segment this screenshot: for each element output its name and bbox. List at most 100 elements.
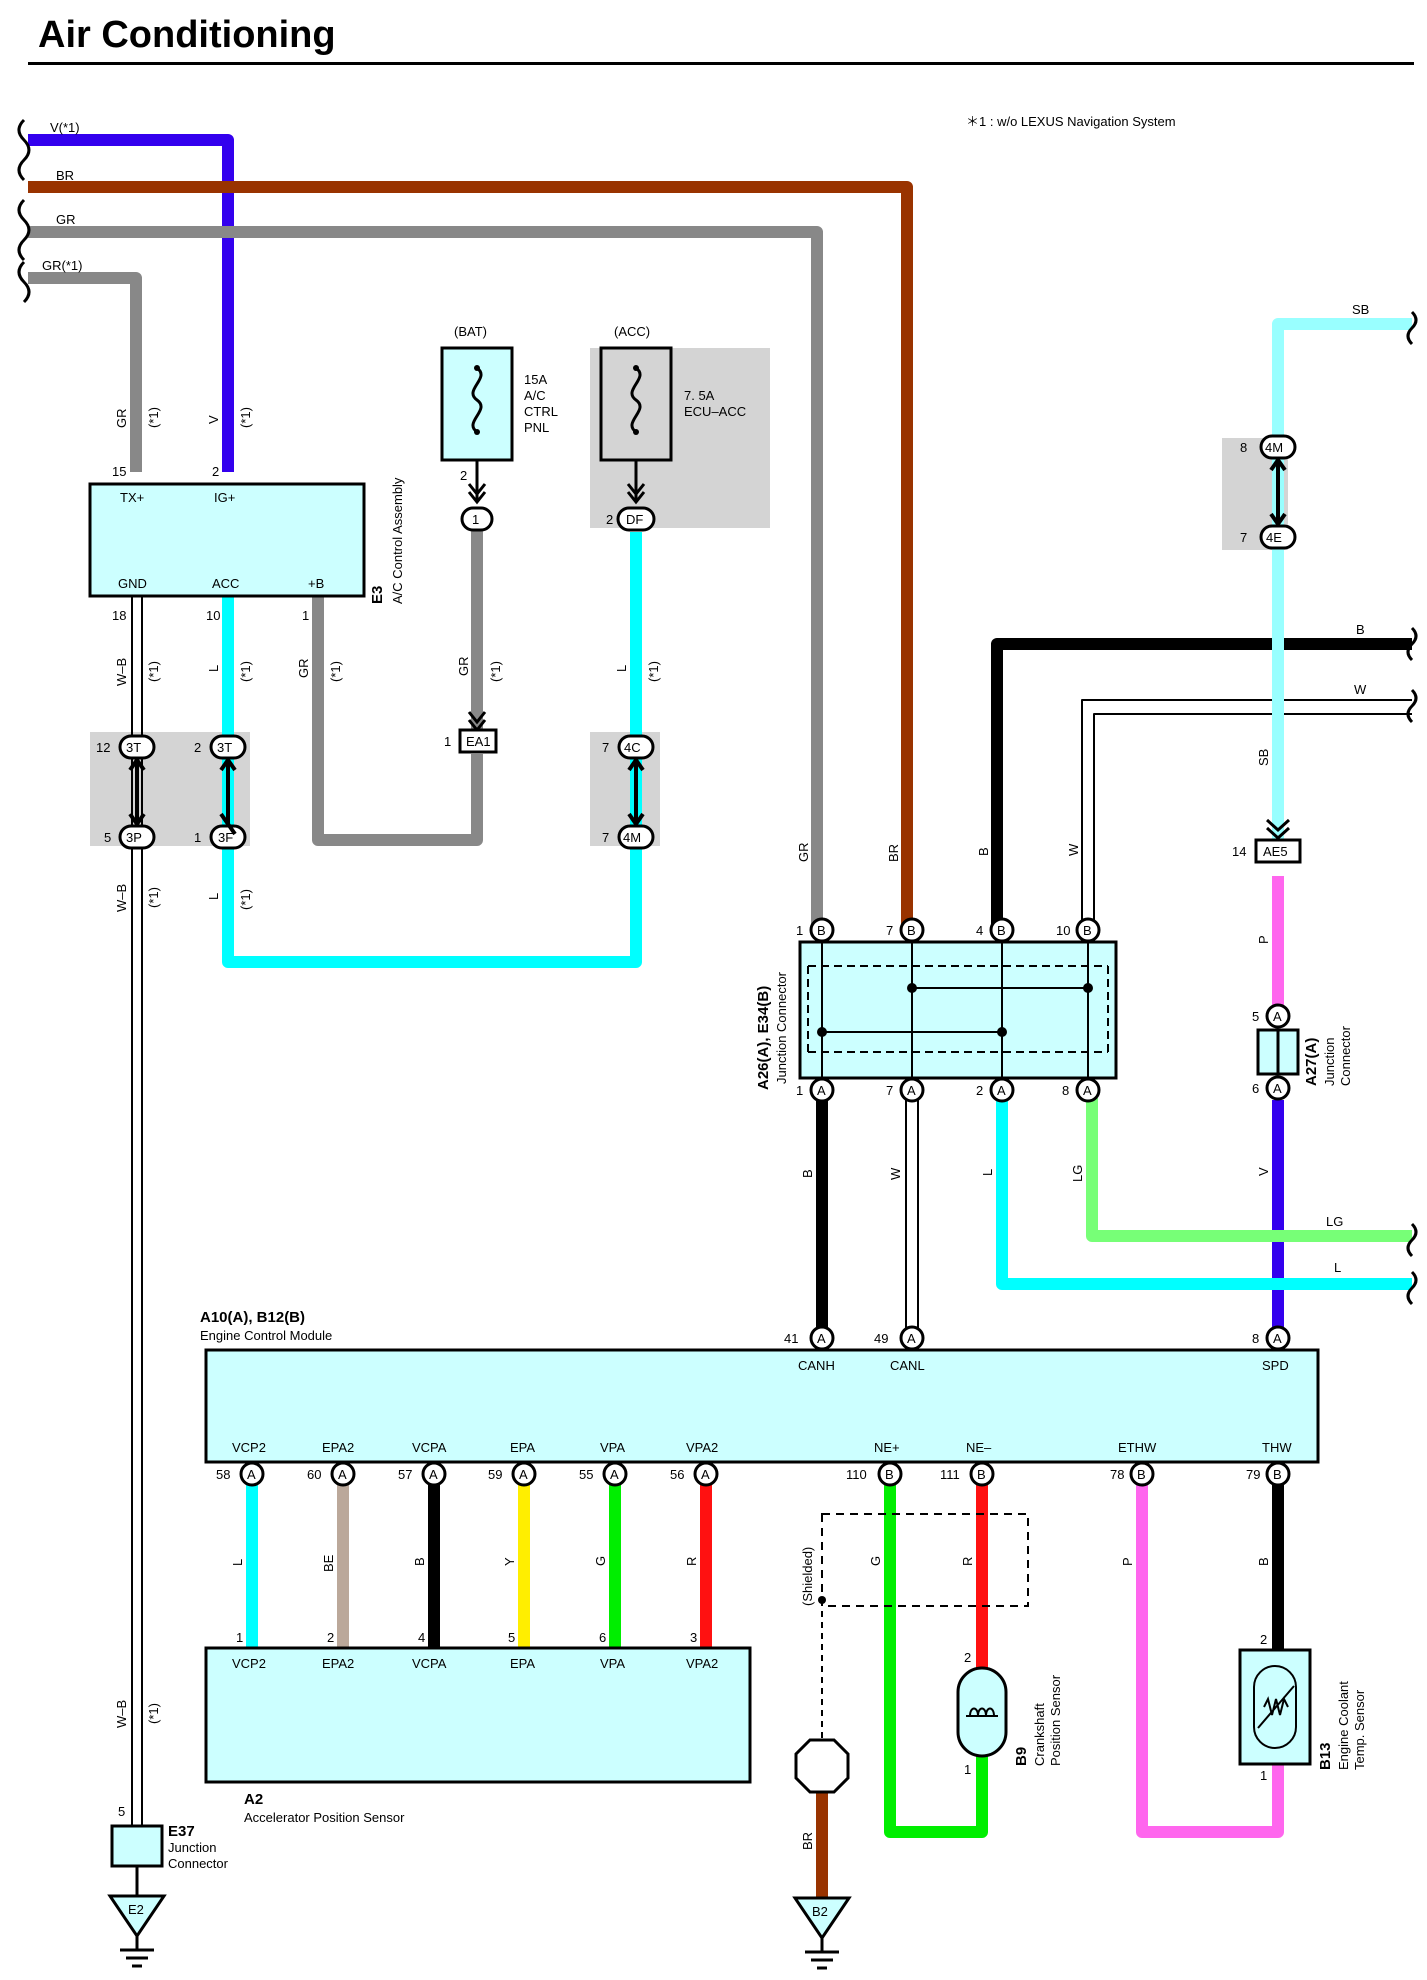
shield-splice <box>818 1596 826 1604</box>
ac-control-name: A/C Control Assembly <box>390 477 405 604</box>
junction-e34-name: Junction Connector <box>774 971 789 1084</box>
e34-top-pin-10: B10 <box>1056 917 1101 943</box>
wire-label-v1: V(*1) <box>50 120 80 135</box>
svg-text:57: 57 <box>398 1467 412 1482</box>
e34-bottom-pin-2: A2 <box>976 1077 1015 1103</box>
connector-ae5: AE5 14 <box>1232 818 1302 864</box>
svg-text:VCP2: VCP2 <box>232 1440 266 1455</box>
svg-text:3T: 3T <box>217 740 232 755</box>
lbl-wb-1: W–B <box>114 658 129 686</box>
svg-text:B: B <box>885 1467 894 1482</box>
connector-3p-5: 3P 5 <box>104 824 156 850</box>
svg-text:A: A <box>907 1083 916 1098</box>
lbl-star-wb1: (*1) <box>146 661 161 682</box>
shield-ground-connector <box>794 1738 850 1794</box>
wire-label-gr: GR <box>56 212 76 227</box>
lbl-w-j: W <box>1066 843 1081 856</box>
fuse1-name-3: PNL <box>524 420 549 435</box>
crankshaft-position-sensor <box>956 1666 1008 1758</box>
connector-3t-2: 3T 2 <box>194 734 247 760</box>
ac-terminal-acc: ACC <box>212 576 239 591</box>
svg-text:NE–: NE– <box>966 1440 992 1455</box>
lbl-star-loop: (*1) <box>238 889 253 910</box>
svg-text:111: 111 <box>940 1467 960 1482</box>
lbl-gr-fuse: GR <box>456 657 471 677</box>
svg-text:41: 41 <box>784 1331 798 1346</box>
lbl-wb-2: W–B <box>114 884 129 912</box>
crank-name-1: Crankshaft <box>1032 1703 1047 1766</box>
fuse2-arrow-icon <box>626 483 646 505</box>
svg-text:4M: 4M <box>1265 440 1283 455</box>
ground-icon <box>120 1936 154 1968</box>
svg-text:4C: 4C <box>624 740 641 755</box>
ac-pin-tx: 15 <box>112 464 126 479</box>
connector-3t-3p-arrow-icon <box>128 756 146 828</box>
crank-pin-1: 1 <box>964 1762 971 1777</box>
ac-pin-gnd: 18 <box>112 608 126 623</box>
svg-text:B2: B2 <box>812 1904 828 1919</box>
svg-text:A: A <box>247 1467 256 1482</box>
lbl-star-fuse: (*1) <box>488 661 503 682</box>
wire-gr-tx <box>28 272 142 472</box>
connector-1 <box>460 506 494 532</box>
e34-top-pin-4: B4 <box>976 917 1015 943</box>
a27-name-1: Junction <box>1322 1038 1337 1086</box>
ac-pin-b: 1 <box>302 608 309 623</box>
junction-e34-id: A26(A), E34(B) <box>755 986 772 1090</box>
a27-pin-5: A5 <box>1252 1003 1291 1029</box>
wire-break-2 <box>17 198 31 262</box>
ground-e2: E2 <box>107 1894 167 1968</box>
accelerator-position-sensor <box>204 1646 752 1784</box>
fuse2-name: ECU–ACC <box>684 404 746 419</box>
coolant-pin-1: 1 <box>1260 1768 1267 1783</box>
junction-connector-e37 <box>110 1824 164 1868</box>
e34-bottom-pin-1: A1 <box>796 1077 835 1103</box>
ac-terminal-tx: TX+ <box>120 490 144 505</box>
connector-ea1: EA1 1 <box>444 711 498 754</box>
svg-text:110: 110 <box>846 1467 867 1482</box>
wire-label-sb-right: SB <box>1352 302 1369 317</box>
junction-connector-e34 <box>798 940 1118 1080</box>
lbl-g-ne: G <box>868 1556 883 1566</box>
lbl-y-epa: Y <box>502 1557 517 1566</box>
wire-ne-plus <box>884 1474 988 1838</box>
connector-3t-3f-arrow-icon <box>219 756 237 836</box>
a27-pin-6: A6 <box>1252 1075 1291 1101</box>
wire-sb <box>1272 318 1412 840</box>
lbl-b-vcpa: B <box>412 1557 427 1566</box>
lbl-v-vert: V <box>1256 1167 1271 1176</box>
svg-text:B: B <box>817 923 826 938</box>
svg-text:A: A <box>1083 1083 1092 1098</box>
svg-text:SPD: SPD <box>1262 1358 1289 1373</box>
e37-id: E37 <box>168 1823 195 1840</box>
lbl-b-thw: B <box>1256 1557 1271 1566</box>
fuse1-source: (BAT) <box>454 324 487 339</box>
lbl-star-acc: (*1) <box>238 661 253 682</box>
aps-pin-3: 3 <box>690 1630 697 1645</box>
svg-text:14: 14 <box>1232 844 1246 859</box>
svg-text:4M: 4M <box>623 830 641 845</box>
svg-text:NE+: NE+ <box>874 1440 900 1455</box>
svg-text:A: A <box>610 1467 619 1482</box>
svg-text:E2: E2 <box>128 1902 144 1917</box>
svg-text:59: 59 <box>488 1467 502 1482</box>
svg-text:7: 7 <box>602 740 609 755</box>
connector-4c-7: 4C 7 <box>602 734 655 760</box>
svg-text:7: 7 <box>602 830 609 845</box>
page-title: Air Conditioning <box>38 14 336 56</box>
svg-text:EPA2: EPA2 <box>322 1440 354 1455</box>
wire-break-b <box>1406 626 1418 662</box>
ac-control-id: E3 <box>369 586 386 604</box>
aps-term-epa2: EPA2 <box>322 1656 354 1671</box>
svg-text:49: 49 <box>874 1331 888 1346</box>
svg-text:A: A <box>338 1467 347 1482</box>
fuse1-name-1: A/C <box>524 388 546 403</box>
e34-top-pin-1: B1 <box>796 917 835 943</box>
fuse1-arrow-icon <box>467 483 487 505</box>
lbl-g-vpa: G <box>593 1556 608 1566</box>
svg-text:VPA: VPA <box>600 1440 625 1455</box>
connector-4c-4m-arrow-icon <box>627 756 645 828</box>
